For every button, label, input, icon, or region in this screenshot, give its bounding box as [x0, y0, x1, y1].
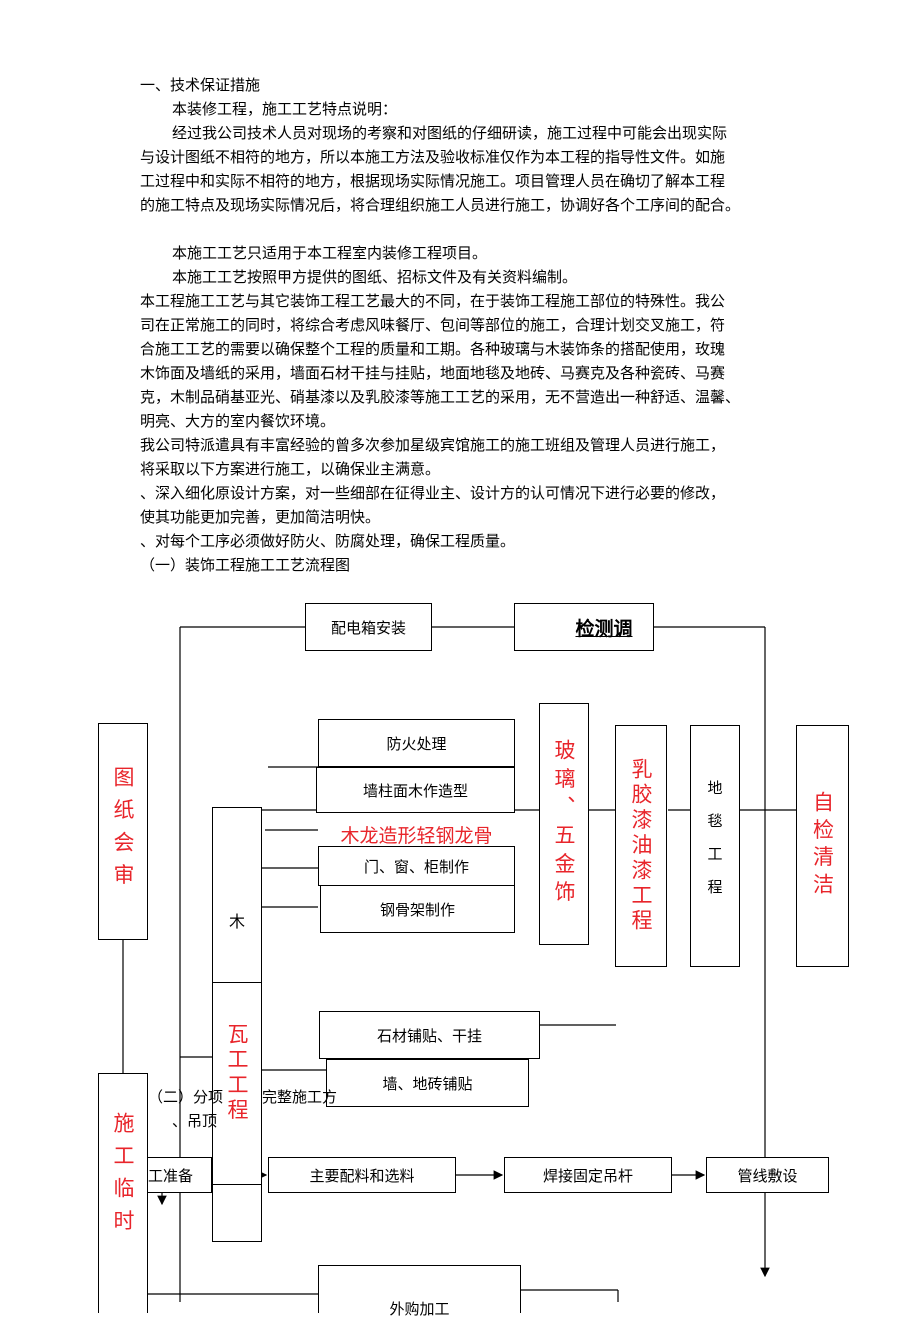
box-label: 墙、地砖铺贴 — [382, 1074, 473, 1093]
box-label: 焊接固定吊杆 — [542, 1166, 633, 1185]
box-glass-hardware: 玻璃、五金饰 — [539, 703, 589, 945]
paragraph-line: 我公司特派遣具有丰富经验的曾多次参加星级宾馆施工的施工班组及管理人员进行施工， — [140, 436, 726, 454]
paragraph-line: 使其功能更加完善，更加简洁明快。 — [140, 508, 381, 526]
box-main-materials: 主要配料和选料 — [268, 1157, 456, 1193]
box-label: 外购加工 — [389, 1300, 450, 1318]
box-stone-cladding: 石材铺贴、干挂 — [319, 1011, 540, 1059]
paragraph-line: 本施工工艺只适用于本工程室内装修工程项目。 — [172, 244, 488, 262]
box-label: 钢骨架制作 — [379, 900, 455, 919]
box-wood-keel: 木龙造形轻钢龙骨 — [318, 810, 515, 858]
box-pipeline-laying: 管线敷设 — [706, 1157, 829, 1193]
box-label: 木 — [228, 912, 245, 931]
box-label: 石材铺贴、干挂 — [376, 1026, 482, 1045]
box-label: 玻璃、五金饰 — [552, 738, 576, 910]
box-label: 木龙造形轻钢龙骨 — [340, 824, 493, 847]
box-wall-floor-tiles: 墙、地砖铺贴 — [326, 1059, 529, 1107]
paragraph-intro: 本装修工程，施工工艺特点说明： — [172, 100, 398, 118]
box-label: 地毯工程 — [705, 780, 724, 912]
paragraph-line: 工过程中和实际不相符的地方，根据现场实际情况施工。项目管理人员在确切了解本工程 — [140, 172, 726, 190]
box-drawing-review: 图纸会审 — [98, 723, 148, 940]
box-weld-hanger-rod: 焊接固定吊杆 — [504, 1157, 672, 1193]
box-carpentry: 木 — [212, 807, 262, 983]
box-label: 防火处理 — [386, 734, 447, 753]
box-wall-column-woodwork: 墙柱面木作造型 — [316, 767, 515, 813]
text: （二）分项 — [148, 1088, 224, 1106]
box-self-inspection: 自检清洁 — [796, 725, 849, 967]
box-latex-paint: 乳胶漆油漆工程 — [615, 725, 667, 967]
box-label: 自检清洁 — [810, 791, 835, 901]
box-label: 配电箱安装 — [330, 618, 406, 637]
subheading-fragment: 、吊顶 — [172, 1112, 218, 1130]
box-label: 工准备 — [148, 1166, 194, 1185]
box-label: 检测调 — [575, 617, 633, 640]
box-outsourced-processing: 外购加工 — [318, 1265, 521, 1318]
box-temporary-construction: 施工临时 — [98, 1073, 148, 1313]
section-heading: 一、技术保证措施 — [140, 76, 261, 94]
box-label: 墙柱面木作造型 — [362, 781, 468, 800]
paragraph-line: 、深入细化原设计方案，对一些细部在征得业主、设计方的认可情况下进行必要的修改， — [140, 484, 726, 502]
paragraph-line: 将采取以下方案进行施工，以确保业主满意。 — [140, 460, 441, 478]
box-label: 瓦工工程 — [225, 1023, 249, 1124]
subheading-fragment: （二）分项 — [148, 1085, 223, 1109]
box-construction-prep: 工准备 — [148, 1157, 212, 1193]
box-tiling-work: 瓦工工程 — [212, 982, 262, 1242]
divider — [212, 1184, 262, 1186]
box-label: 主要配料和选料 — [309, 1166, 415, 1185]
box-label: 施工临时 — [111, 1112, 135, 1243]
paragraph-line: 木饰面及墙纸的采用，墙面石材干挂与挂贴，地面地毯及地砖、马赛克及各种瓷砖、马赛 — [140, 364, 726, 382]
paragraph-line: 本施工工艺按照甲方提供的图纸、招标文件及有关资料编制。 — [172, 268, 578, 286]
paragraph-line: 明亮、大方的室内餐饮环境。 — [140, 412, 336, 430]
box-door-window-cabinet: 门、窗、柜制作 — [318, 846, 515, 886]
box-label: 门、窗、柜制作 — [363, 857, 469, 876]
paragraph-line: 合施工工艺的需要以确保整个工程的质量和工期。各种玻璃与木装饰条的搭配使用，玫瑰 — [140, 340, 726, 358]
box-label: 管线敷设 — [737, 1166, 798, 1185]
paragraph-line: 与设计图纸不相符的地方，所以本施工方法及验收标准仅作为本工程的指导性文件。如施 — [140, 148, 726, 166]
subheading-fragment: 完整施工方 — [262, 1088, 338, 1106]
box-distribution-box-install: 配电箱安装 — [305, 603, 432, 651]
flowchart-caption: （一）装饰工程施工工艺流程图 — [140, 556, 351, 574]
box-label: 图纸会审 — [111, 766, 135, 897]
box-label: 乳胶漆油漆工程 — [629, 757, 653, 935]
paragraph-line: 本工程施工工艺与其它装饰工程工艺最大的不同，在于装饰工程施工部位的特殊性。我公 — [140, 292, 726, 310]
paragraph-line: 司在正常施工的同时，将综合考虑风味餐厅、包间等部位的施工，合理计划交叉施工，符 — [140, 316, 726, 334]
box-carpet: 地毯工程 — [690, 725, 740, 967]
box-fireproofing: 防火处理 — [318, 719, 515, 767]
paragraph-line: 、对每个工序必须做好防火、防腐处理，确保工程质量。 — [140, 532, 516, 550]
paragraph-line: 经过我公司技术人员对现场的考察和对图纸的仔细研读，施工过程中可能会出现实际 — [172, 124, 728, 142]
paragraph-line: 的施工特点及现场实际情况后，将合理组织施工人员进行施工，协调好各个工序间的配合。 — [140, 196, 741, 214]
paragraph-line: 克，木制品硝基亚光、硝基漆以及乳胶漆等施工工艺的采用，无不营造出一种舒适、温馨、 — [140, 388, 741, 406]
box-steel-frame: 钢骨架制作 — [320, 885, 515, 933]
box-inspection: 检测调 — [514, 603, 654, 651]
